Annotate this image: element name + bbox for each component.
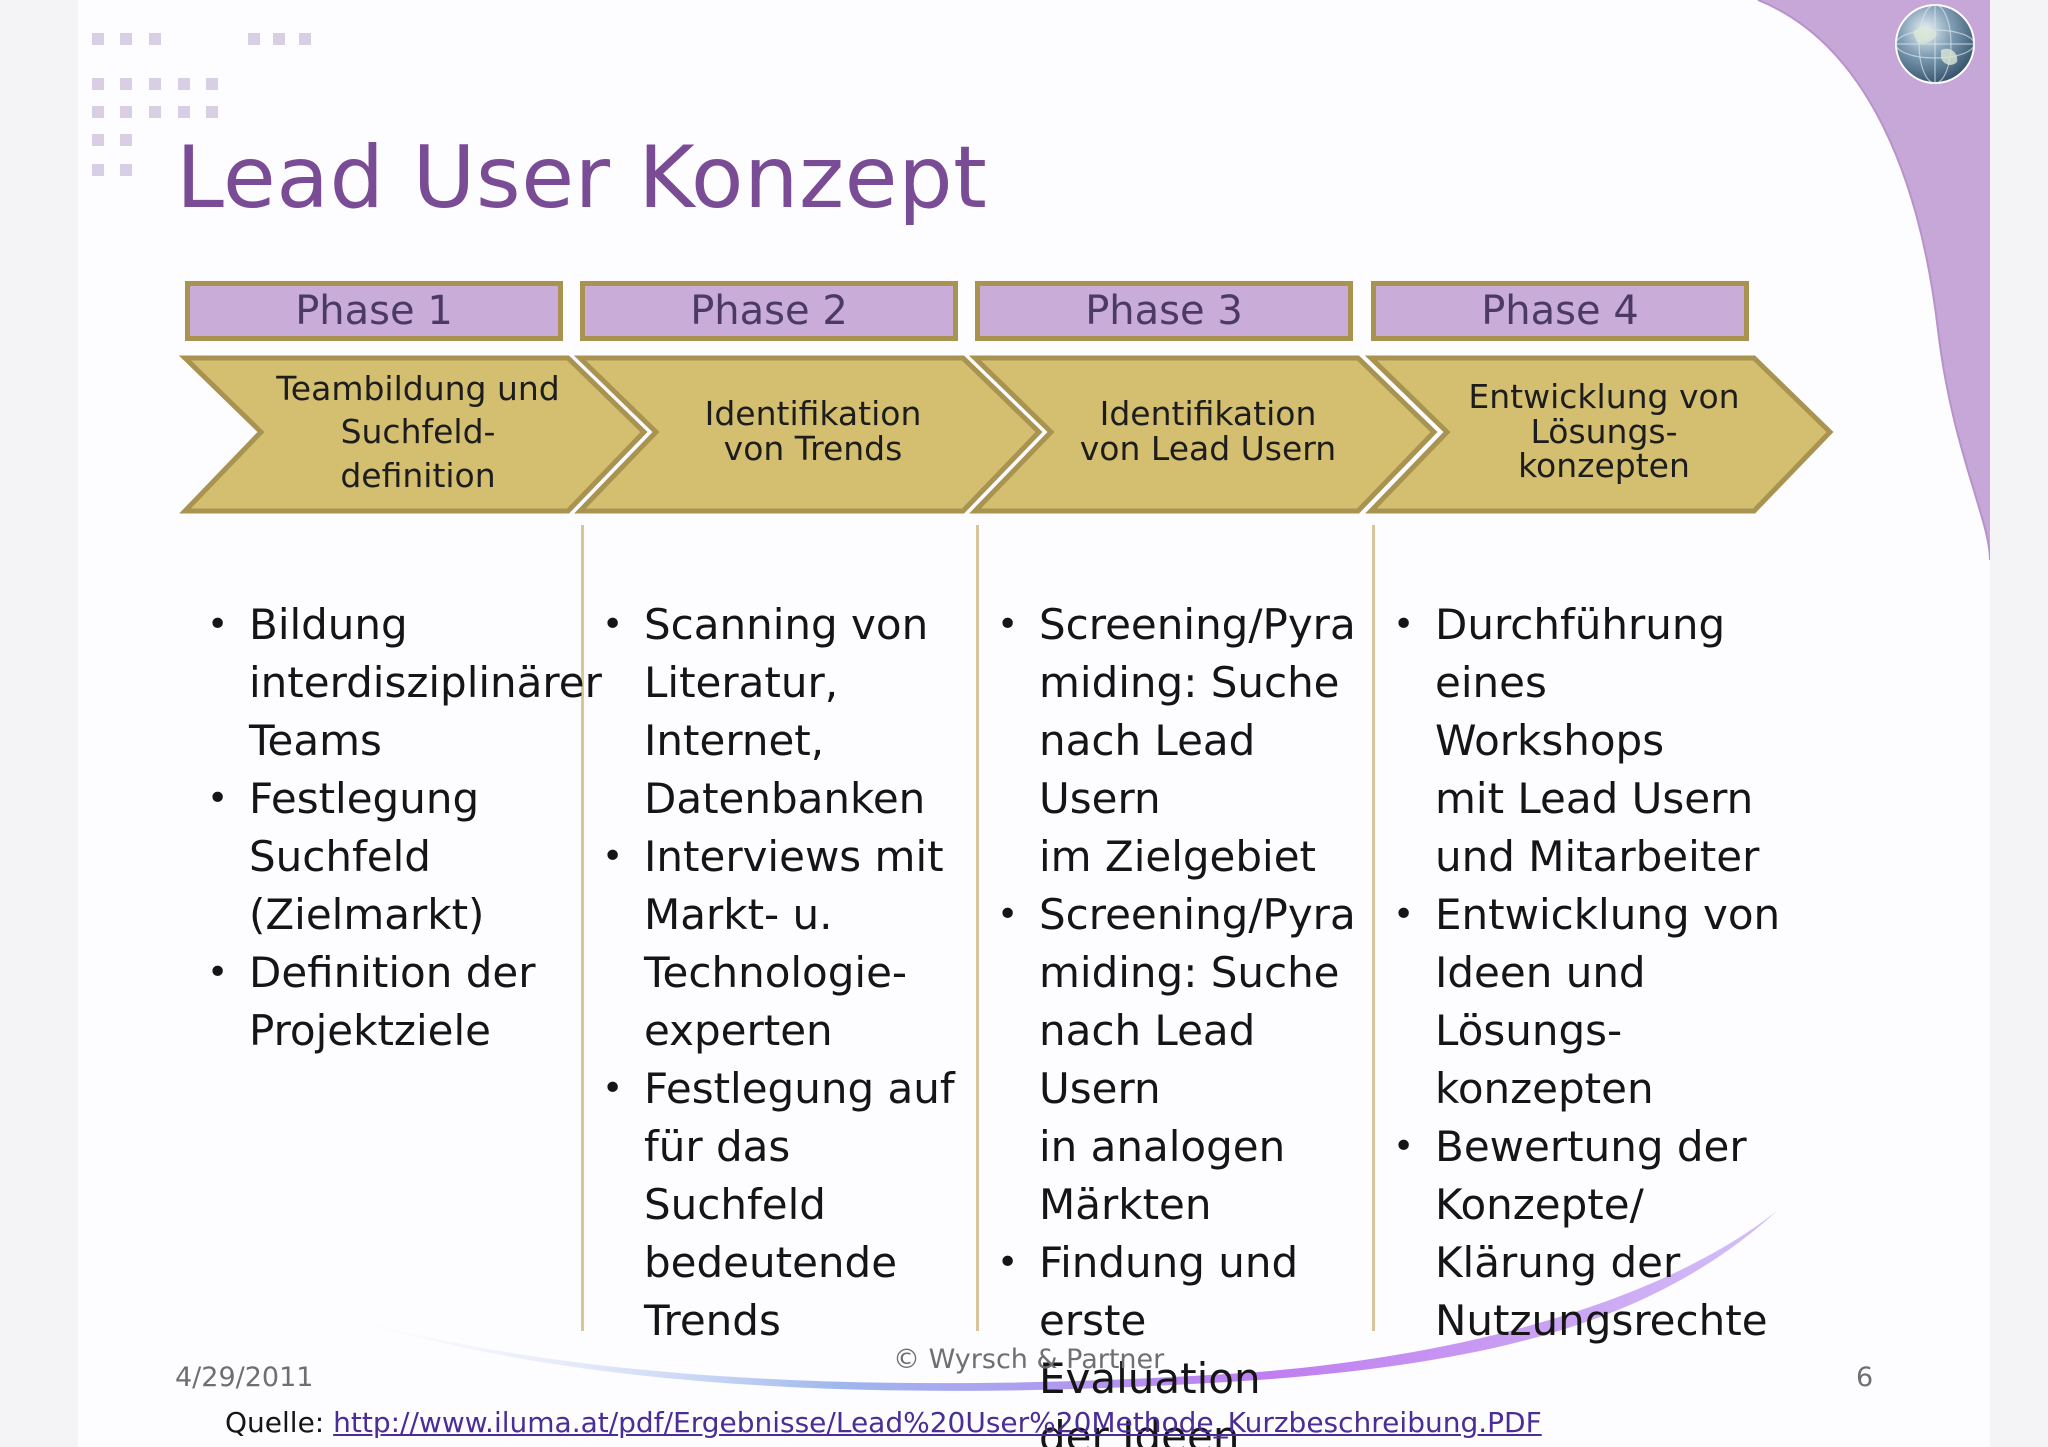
phase-2-step: Identifikation von Trends: [704, 394, 922, 468]
chevron-phase-2: [573, 355, 1043, 514]
slide-background: [333, 0, 1990, 1391]
source-link[interactable]: http://www.iluma.at/pdf/Ergebnisse/Lead%…: [333, 1406, 1542, 1439]
phase-3-step: Identifikation von Lead Usern: [1079, 394, 1337, 468]
list-item: Festlegung auf für das Suchfeld bedeuten…: [602, 1060, 982, 1350]
chevron-phase-1: [178, 355, 648, 514]
list-item: Definition der Projektziele: [207, 944, 587, 1060]
globe-icon: [1895, 4, 1975, 84]
process-chevrons: [178, 355, 1834, 514]
corner-swoosh-edge: [1757, 0, 1990, 561]
phase-2-activities: Scanning von Literatur, Internet, Datenb…: [602, 596, 982, 1350]
phase-1-header: Phase 1: [185, 281, 563, 341]
phase-3-activities: Screening/Pyra miding: Suche nach Lead U…: [997, 596, 1377, 1447]
phase-4-activities: Durchführung eines Workshops mit Lead Us…: [1393, 596, 1783, 1350]
list-item: Screening/Pyra miding: Suche nach Lead U…: [997, 596, 1377, 886]
phase-4-step: Entwicklung von Lösungs- konzepten: [1468, 376, 1740, 486]
chevron-phase-3: [968, 355, 1438, 514]
list-item: Bildung interdisziplinärer Teams: [207, 596, 602, 770]
source-label: Quelle:: [225, 1406, 325, 1439]
source-line: Quelle: http://www.iluma.at/pdf/Ergebnis…: [225, 1406, 1542, 1439]
phase-1-step: Teambildung und Suchfeld- definition: [276, 368, 560, 495]
slide: Lead User Konzept Phase 1 Phase 2 Phase …: [78, 0, 1990, 1447]
slide-title: Lead User Konzept: [176, 128, 988, 228]
list-item: Festlegung Suchfeld (Zielmarkt): [207, 770, 587, 944]
corner-swoosh: [1758, 0, 1990, 560]
footer-date: 4/29/2011: [175, 1362, 314, 1393]
phase-3-header: Phase 3: [975, 281, 1353, 341]
footer-copyright: © Wyrsch & Partner: [893, 1344, 1165, 1375]
list-item: Interviews mit Markt- u. Technologie- ex…: [602, 828, 982, 1060]
list-item: Scanning von Literatur, Internet, Datenb…: [602, 596, 982, 828]
chevron-phase-4: [1364, 355, 1834, 514]
list-item: Bewertung der Konzepte/ Klärung der Nutz…: [1393, 1118, 1783, 1350]
phase-2-header: Phase 2: [580, 281, 958, 341]
phase-4-header: Phase 4: [1371, 281, 1749, 341]
list-item: Findung und erste Evaluation der Ideen: [997, 1234, 1377, 1447]
list-item: Screening/Pyra miding: Suche nach Lead U…: [997, 886, 1377, 1234]
list-item: Entwicklung von Ideen und Lösungs- konze…: [1393, 886, 1783, 1118]
page-number: 6: [1856, 1362, 1874, 1393]
phase-1-activities: Bildung interdisziplinärer Teams Festleg…: [207, 596, 602, 1060]
list-item: Durchführung eines Workshops mit Lead Us…: [1393, 596, 1783, 886]
